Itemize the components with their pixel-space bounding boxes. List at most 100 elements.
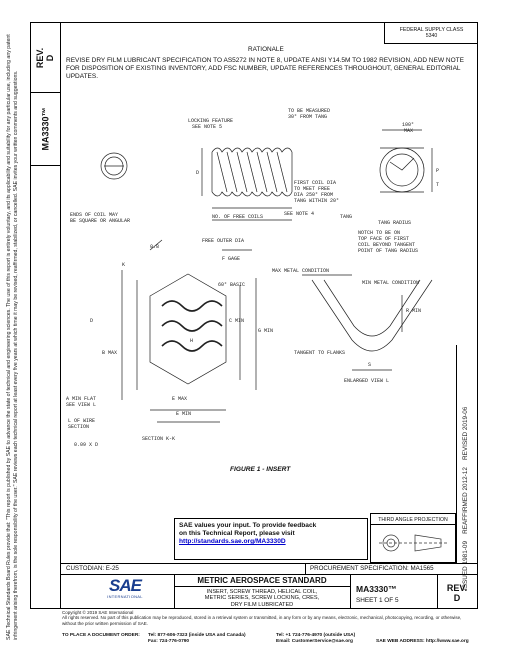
enlarged-view-profile bbox=[311, 279, 433, 352]
procurement-label: PROCUREMENT SPECIFICATION: MA1565 bbox=[310, 565, 434, 572]
lbl-d: D bbox=[196, 170, 199, 176]
lbl-from-tang: 30° FROM TANG bbox=[288, 114, 327, 120]
custodian-row-bottom bbox=[61, 574, 477, 575]
custodian-row-top bbox=[61, 563, 477, 564]
reaffirmed-date: REAFFIRMED 2012-12 bbox=[462, 467, 469, 534]
frame-left-border bbox=[30, 22, 31, 608]
lbl-square-or-angular: BE SQUARE OR ANGULAR bbox=[70, 218, 130, 224]
end-view-circle bbox=[100, 152, 128, 180]
title-divider-1 bbox=[174, 574, 175, 608]
federal-supply-class-box: FEDERAL SUPPLY CLASS 5340 bbox=[384, 22, 478, 44]
figure-drawing: TO BE MEASURED 30° FROM TANG LOCKING FEA… bbox=[66, 108, 439, 448]
lbl-to-be-measured: TO BE MEASURED bbox=[288, 108, 330, 114]
lbl-s: S bbox=[368, 362, 371, 368]
desc-line-2: METRIC SERIES, SCREW LOCKING, CRES, bbox=[204, 595, 320, 602]
docnum-cell-divider bbox=[30, 165, 61, 166]
lbl-tolerance-box: 0.09 X D bbox=[74, 442, 98, 448]
dates-divider bbox=[456, 345, 457, 563]
lbl-60-basic: 60° BASIC bbox=[218, 282, 245, 288]
section-hexagon bbox=[149, 273, 227, 385]
lbl-locking-feature: LOCKING FEATURE bbox=[188, 118, 233, 124]
footer-rights: All rights reserved. No part of this pub… bbox=[62, 615, 462, 626]
footer-email: Email: CustomerService@sae.org bbox=[276, 639, 353, 644]
lbl-min-metal: MIN METAL CONDITION bbox=[362, 280, 419, 286]
frame-right-border bbox=[477, 22, 478, 608]
lbl-c-min: C MIN bbox=[229, 318, 244, 324]
lbl-section-kk: SECTION K-K bbox=[142, 436, 175, 442]
lbl-tang-radius: TANG RADIUS bbox=[378, 220, 411, 226]
lbl-k: K bbox=[122, 262, 125, 268]
lbl-notch-4: POINT OF TANG RADIUS bbox=[358, 248, 418, 254]
lbl-no-of-free-coils: NO. OF FREE COILS bbox=[212, 214, 263, 220]
title-subdivider bbox=[174, 586, 350, 587]
sidebar-doc-number: MA3330™ bbox=[40, 107, 51, 151]
rationale-text: REVISE DRY FILM LUBRICANT SPECIFICATION … bbox=[66, 57, 464, 80]
lbl-f-gage: F GAGE bbox=[222, 256, 240, 262]
feedback-box: SAE values your input. To provide feedba… bbox=[174, 518, 368, 560]
standard-title: METRIC AEROSPACE STANDARD bbox=[197, 576, 327, 585]
custodian-label: CUSTODIAN: E-25 bbox=[66, 565, 119, 572]
title-rev-label: REV. bbox=[446, 583, 468, 593]
standard-description: INSERT, SCREW THREAD, HELICAL COIL, METR… bbox=[174, 589, 350, 608]
lbl-g-min: G MIN bbox=[258, 328, 273, 334]
lbl-free-outer-dia: FREE OUTER DIA bbox=[202, 238, 244, 244]
frame-top-border bbox=[30, 22, 478, 23]
lbl-r-min: R MIN bbox=[406, 308, 421, 314]
title-rev-value: D bbox=[453, 593, 461, 603]
sae-logo-text: SAE bbox=[109, 576, 142, 595]
title-sheet: SHEET 1 OF 5 bbox=[356, 597, 399, 604]
lbl-section: SECTION bbox=[68, 424, 89, 430]
coil-helix bbox=[211, 147, 293, 197]
lbl-to-meet-free: TO MEET FREE bbox=[294, 186, 330, 192]
lbl-see-view-l: SEE VIEW L bbox=[66, 402, 96, 408]
title-rev: REV. D bbox=[437, 583, 477, 603]
lbl-tang: TANG bbox=[340, 214, 352, 220]
footer-copyright: Copyright © 2019 SAE International bbox=[62, 610, 134, 615]
fsc-label: FEDERAL SUPPLY CLASS bbox=[399, 27, 464, 33]
projection-label: THIRD ANGLE PROJECTION bbox=[371, 514, 455, 525]
lbl-e-max: E MAX bbox=[172, 396, 187, 402]
lbl-e-min: E MIN bbox=[176, 411, 191, 417]
lbl-see-note-5: SEE NOTE 5 bbox=[192, 124, 222, 130]
sidebar-rev-value: D bbox=[45, 54, 56, 62]
sae-logo-sub: INTERNATIONAL bbox=[107, 594, 143, 599]
rationale-title: RATIONALE bbox=[248, 46, 284, 53]
feedback-line2: on this Technical Report, please visit bbox=[179, 530, 295, 537]
frame-inner-left-border bbox=[60, 22, 61, 608]
figure-labels: TO BE MEASURED 30° FROM TANG LOCKING FEA… bbox=[66, 108, 439, 448]
lbl-tangent: TANGENT TO FLANKS bbox=[294, 350, 345, 356]
footer-web[interactable]: SAE WEB ADDRESS: http://www.sae.org bbox=[376, 639, 469, 644]
projection-box: THIRD ANGLE PROJECTION bbox=[370, 513, 456, 563]
sae-notice-text: SAE Technical Standards Board Rules prov… bbox=[6, 34, 19, 640]
lbl-dia-250: DIA 250° FROM bbox=[294, 192, 333, 198]
desc-line-3: DRY FILM LUBRICATED bbox=[230, 601, 294, 608]
sidebar-rev-label: REV. bbox=[35, 47, 46, 69]
feedback-line1: SAE values your input. To provide feedba… bbox=[179, 522, 317, 529]
custodian-divider bbox=[305, 563, 306, 574]
feedback-link[interactable]: http://standards.sae.org/MA3330D bbox=[179, 538, 286, 545]
lbl-b-max: B MAX bbox=[102, 350, 117, 356]
sae-logo: SAE INTERNATIONAL bbox=[100, 577, 150, 599]
sidebar-docnum-cell: MA3330™ bbox=[31, 100, 60, 158]
rev-cell-divider bbox=[30, 92, 61, 93]
footer-fax: Fax: 724-776-0790 bbox=[148, 639, 190, 644]
lbl-ends-of-coil: ENDS OF COIL MAY bbox=[70, 212, 118, 218]
lbl-0-8: 0.8 bbox=[150, 244, 159, 250]
sidebar-rev-cell: REV. D bbox=[31, 30, 60, 86]
projection-symbol bbox=[379, 534, 447, 552]
lbl-notch-1: NOTCH TO BE ON bbox=[358, 230, 400, 236]
order-label: TO PLACE A DOCUMENT ORDER: bbox=[62, 633, 140, 638]
title-doc-number: MA3330™ bbox=[356, 584, 397, 594]
lbl-d-max: D bbox=[90, 318, 93, 324]
frame-bottom-border bbox=[30, 608, 478, 609]
lbl-max-metal: MAX METAL CONDITION bbox=[272, 268, 329, 274]
lbl-a-min-flat: A MIN FLAT bbox=[66, 396, 96, 402]
lbl-h: H bbox=[190, 338, 193, 344]
lbl-first-coil-dia: FIRST COIL DIA bbox=[294, 180, 336, 186]
footer-tel: Tel: 877-606-7323 (inside USA and Canada… bbox=[148, 633, 246, 638]
desc-line-1: INSERT, SCREW THREAD, HELICAL COIL, bbox=[206, 589, 318, 595]
fsc-value: 5340 bbox=[425, 33, 438, 39]
lbl-tang-within: TANG WITHIN 20° bbox=[294, 198, 339, 204]
lbl-100deg: 100° bbox=[402, 122, 414, 128]
lbl-p: P bbox=[436, 168, 439, 174]
